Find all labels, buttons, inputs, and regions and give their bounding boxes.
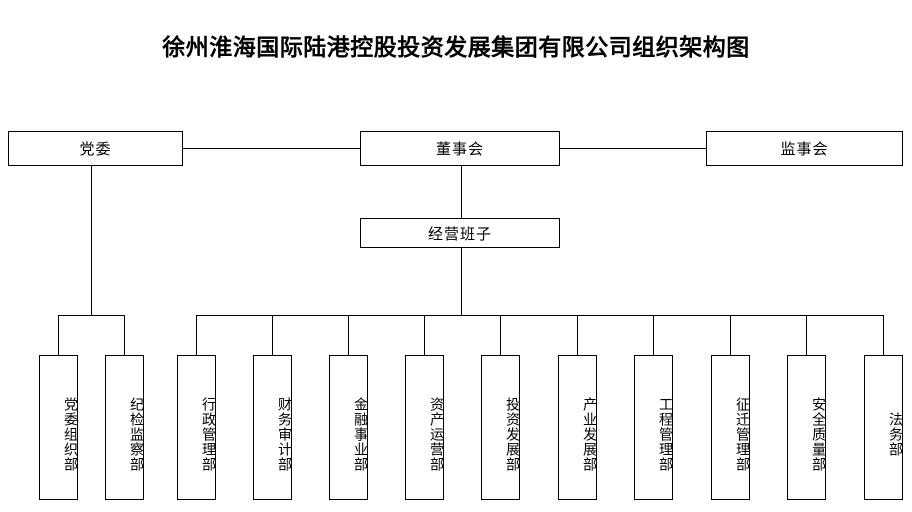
node-department-5[interactable]: 产业发展部	[558, 355, 597, 500]
node-board-of-directors[interactable]: 董事会	[360, 131, 560, 166]
connector-dept-7-drop	[730, 315, 731, 355]
connector-departments-bus	[196, 315, 883, 316]
connector-dept-3-drop	[424, 315, 425, 355]
node-management-team[interactable]: 经营班子	[360, 218, 560, 248]
node-department-7[interactable]: 征迁管理部	[711, 355, 750, 500]
node-department-0-label: 行政管理部	[200, 397, 216, 472]
node-party-department-0-label: 党委组织部	[62, 397, 78, 472]
node-department-3[interactable]: 资产运营部	[405, 355, 444, 500]
node-department-1-label: 财务审计部	[276, 397, 292, 472]
node-party-department-0[interactable]: 党委组织部	[39, 355, 78, 500]
node-department-5-label: 产业发展部	[581, 397, 597, 472]
connector-board-down	[461, 166, 462, 218]
node-department-7-label: 征迁管理部	[734, 397, 750, 472]
node-department-8-label: 安全质量部	[810, 397, 826, 472]
node-department-3-label: 资产运营部	[428, 397, 444, 472]
node-party-department-1-label: 纪检监察部	[128, 397, 144, 472]
node-department-8[interactable]: 安全质量部	[787, 355, 826, 500]
node-board-of-supervisors[interactable]: 监事会	[706, 131, 903, 166]
node-board-of-directors-label: 董事会	[435, 140, 484, 158]
node-department-2-label: 金融事业部	[352, 397, 368, 472]
node-department-6[interactable]: 工程管理部	[634, 355, 673, 500]
page-title: 徐州淮海国际陆港控股投资发展集团有限公司组织架构图	[162, 35, 750, 61]
node-department-4[interactable]: 投资发展部	[481, 355, 520, 500]
node-board-of-supervisors-label: 监事会	[780, 140, 829, 158]
connector-board-to-supervisors	[560, 148, 706, 149]
node-department-6-label: 工程管理部	[657, 397, 673, 472]
node-department-1[interactable]: 财务审计部	[253, 355, 292, 500]
node-department-2[interactable]: 金融事业部	[329, 355, 368, 500]
connector-party-down	[91, 166, 92, 315]
connector-party-to-board	[183, 148, 360, 149]
node-party-department-1[interactable]: 纪检监察部	[105, 355, 144, 500]
node-management-team-label: 经营班子	[427, 224, 492, 243]
connector-dept-8-drop	[806, 315, 807, 355]
connector-management-down	[461, 248, 462, 315]
connector-dept-4-drop	[500, 315, 501, 355]
connector-dept-2-drop	[348, 315, 349, 355]
connector-dept-0-drop	[196, 315, 197, 355]
connector-dept-6-drop	[653, 315, 654, 355]
connector-party-dept-1-drop	[124, 315, 125, 355]
node-department-4-label: 投资发展部	[504, 397, 520, 472]
connector-dept-5-drop	[577, 315, 578, 355]
node-party-committee[interactable]: 党委	[8, 131, 183, 166]
connector-party-dept-0-drop	[58, 315, 59, 355]
connector-dept-9-drop	[883, 315, 884, 355]
node-department-9[interactable]: 法务部	[864, 355, 903, 500]
connector-party-bus	[58, 315, 125, 316]
node-party-committee-label: 党委	[79, 140, 112, 158]
node-department-9-label: 法务部	[887, 412, 903, 457]
connector-dept-1-drop	[272, 315, 273, 355]
node-department-0[interactable]: 行政管理部	[177, 355, 216, 500]
